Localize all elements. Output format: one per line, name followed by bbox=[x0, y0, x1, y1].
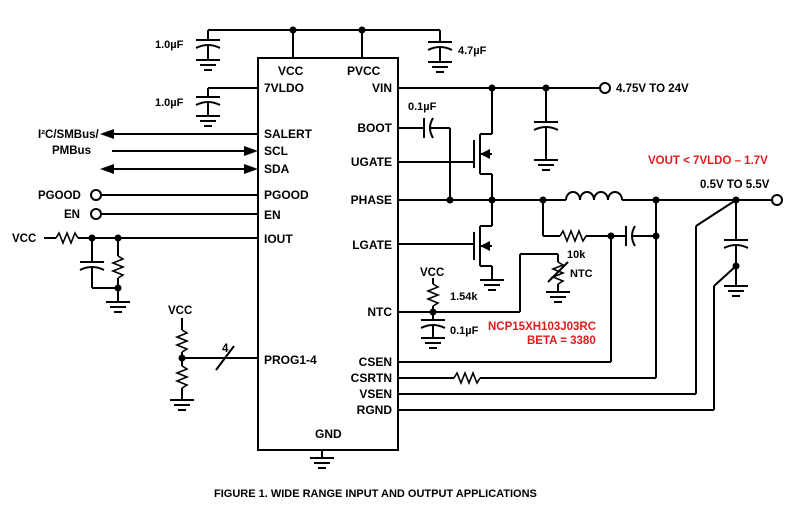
prog-divider bbox=[170, 318, 258, 411]
ic-ground bbox=[310, 450, 334, 469]
pin-boot: BOOT bbox=[357, 121, 392, 135]
prog-vcc-label: VCC bbox=[168, 305, 192, 317]
pin-phase: PHASE bbox=[351, 193, 392, 207]
pin-en: EN bbox=[264, 208, 281, 222]
ntc-value: 10k bbox=[567, 249, 586, 261]
ntc-vcc-label: VCC bbox=[420, 267, 444, 279]
csrtn-resistor bbox=[398, 370, 656, 386]
controller-ic bbox=[257, 57, 399, 451]
vcc-cap-value: 1.0µF bbox=[155, 39, 184, 51]
ntc-network bbox=[398, 253, 570, 349]
pgood-label: PGOOD bbox=[38, 190, 81, 202]
vout-condition-label: VOUT < 7VLDO – 1.7V bbox=[648, 155, 768, 167]
pin-csen: CSEN bbox=[359, 355, 392, 369]
vldo-decoupling-cap bbox=[195, 87, 258, 127]
pin-sda: SDA bbox=[264, 162, 290, 176]
iout-vcc-label: VCC bbox=[12, 233, 36, 245]
figure-caption: FIGURE 1. WIDE RANGE INPUT AND OUTPUT AP… bbox=[214, 488, 537, 500]
vcc-decoupling-cap bbox=[195, 26, 366, 71]
pin-ugate: UGATE bbox=[351, 155, 392, 169]
smbus-lines bbox=[100, 129, 258, 174]
pin-pgood: PGOOD bbox=[264, 188, 309, 202]
vin-range-label: 4.75V TO 24V bbox=[616, 83, 689, 95]
current-sense-network bbox=[398, 200, 660, 378]
en-label: EN bbox=[64, 209, 80, 221]
ntc-cap-value: 0.1µF bbox=[450, 325, 479, 337]
pin-vcc: VCC bbox=[278, 64, 304, 78]
pin-pvcc: PVCC bbox=[347, 64, 381, 78]
ntc-pullup-value: 1.54k bbox=[450, 291, 478, 303]
pvcc-decoupling-cap bbox=[362, 29, 453, 73]
smbus-label-line1: I²C/SMBus/ bbox=[38, 129, 100, 141]
low-side-mosfet bbox=[398, 200, 504, 291]
vin-rail bbox=[398, 82, 611, 171]
output-inductor bbox=[565, 191, 783, 206]
vldo-cap-value: 1.0µF bbox=[155, 97, 184, 109]
pin-salert: SALERT bbox=[264, 127, 313, 141]
pvcc-cap-value: 4.7µF bbox=[458, 45, 487, 57]
iout-network bbox=[44, 230, 258, 313]
prog-bus-count: 4 bbox=[222, 343, 229, 355]
en-line bbox=[90, 208, 258, 220]
high-side-mosfet bbox=[398, 88, 493, 200]
pin-ntc: NTC bbox=[367, 305, 392, 319]
pin-lgate: LGATE bbox=[352, 238, 392, 252]
pin-7vldo: 7VLDO bbox=[264, 81, 304, 95]
boot-cap-value: 0.1µF bbox=[408, 101, 437, 113]
pin-csrtn: CSRTN bbox=[351, 371, 392, 385]
pin-rgnd: RGND bbox=[357, 403, 393, 417]
phase-node bbox=[398, 196, 566, 204]
pin-prog: PROG1-4 bbox=[264, 353, 317, 367]
output-cap-sense bbox=[398, 199, 749, 411]
pin-vsen: VSEN bbox=[359, 387, 392, 401]
pin-vin: VIN bbox=[372, 81, 392, 95]
pgood-line bbox=[90, 189, 258, 201]
pin-gnd: GND bbox=[315, 427, 342, 441]
pin-iout: IOUT bbox=[264, 232, 293, 246]
vout-range-label: 0.5V TO 5.5V bbox=[700, 179, 770, 191]
smbus-label-line2: PMBus bbox=[52, 145, 91, 157]
boot-cap bbox=[398, 117, 451, 200]
ntc-beta: BETA = 3380 bbox=[527, 335, 596, 347]
pin-scl: SCL bbox=[264, 144, 288, 158]
ntc-part-number: NCP15XH103J03RC bbox=[488, 321, 596, 333]
ntc-label: NTC bbox=[570, 268, 593, 280]
